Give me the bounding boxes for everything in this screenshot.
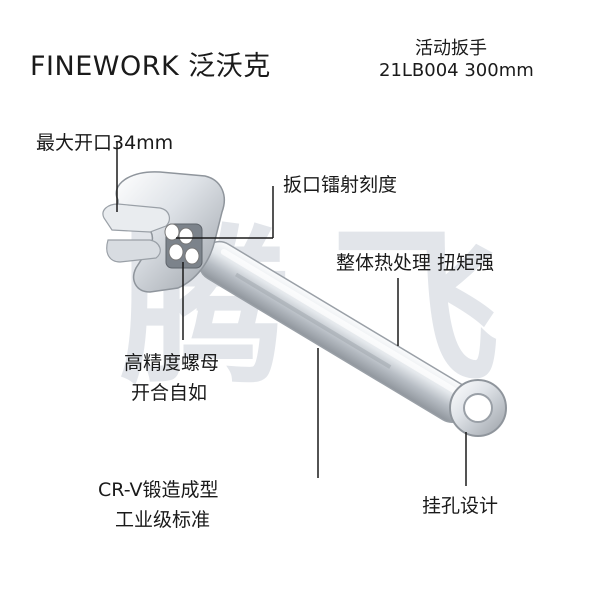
worm-nut — [164, 223, 203, 269]
callout-hang-hole: 挂孔设计 — [422, 495, 499, 517]
wrench-head — [102, 171, 226, 293]
product-model: 21LB004 300mm — [379, 60, 534, 81]
callout-nut-line1: 高精度螺母 — [124, 352, 220, 374]
callout-crv-line2: 工业级标准 — [115, 509, 211, 531]
product-name: 活动扳手 — [415, 38, 487, 59]
callout-laser-scale: 扳口镭射刻度 — [283, 174, 398, 196]
leader-lines — [116, 142, 467, 486]
callout-nut-line2: 开合自如 — [131, 382, 208, 404]
brand-title: FINEWORK 泛沃克 — [30, 51, 271, 82]
callout-crv-line1: CR-V锻造成型 — [98, 479, 219, 501]
callout-heat-treatment: 整体热处理 扭矩强 — [336, 252, 495, 274]
hang-hole — [449, 379, 507, 437]
callout-max-opening: 最大开口34mm — [36, 132, 174, 154]
wrench-handle — [198, 240, 473, 423]
